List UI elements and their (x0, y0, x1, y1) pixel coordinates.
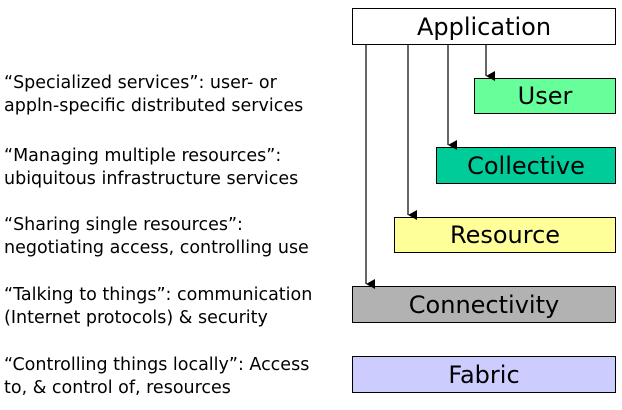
layer-resource: Resource (394, 217, 616, 253)
description-line: (Internet protocols) & security (4, 308, 268, 328)
description-line: negotiating access, controlling use (4, 238, 309, 258)
layer-application: Application (352, 8, 616, 45)
description-line: “Controlling things locally”: Access (4, 355, 310, 375)
layer-application-label: Application (416, 12, 552, 41)
description-line: appln-specific distributed services (4, 96, 304, 116)
description-talking-to-things: “Talking to things”: communication (Inte… (4, 284, 344, 330)
layer-collective-label: Collective (467, 151, 585, 180)
layer-collective: Collective (436, 147, 616, 184)
description-line: “Managing multiple resources”: (4, 146, 282, 166)
description-line: “Talking to things”: communication (4, 285, 313, 305)
layer-user-label: User (517, 82, 573, 110)
layer-resource-label: Resource (449, 221, 561, 249)
description-line: to, & control of, resources (4, 378, 231, 398)
layer-connectivity: Connectivity (352, 286, 616, 323)
description-line: “Sharing single resources”: (4, 215, 243, 235)
layer-fabric: Fabric (352, 356, 616, 393)
layer-connectivity-label: Connectivity (408, 290, 560, 319)
description-specialized-services: “Specialized services”: user- or appln-s… (4, 72, 344, 118)
layer-fabric-label: Fabric (448, 360, 520, 389)
description-line: “Specialized services”: user- or (4, 73, 277, 93)
description-controlling-locally: “Controlling things locally”: Access to,… (4, 354, 344, 400)
description-managing-resources: “Managing multiple resources”: ubiquitou… (4, 145, 344, 191)
description-sharing-resources: “Sharing single resources”: negotiating … (4, 214, 344, 260)
layer-user: User (474, 78, 616, 114)
description-line: ubiquitous infrastructure services (4, 169, 299, 189)
